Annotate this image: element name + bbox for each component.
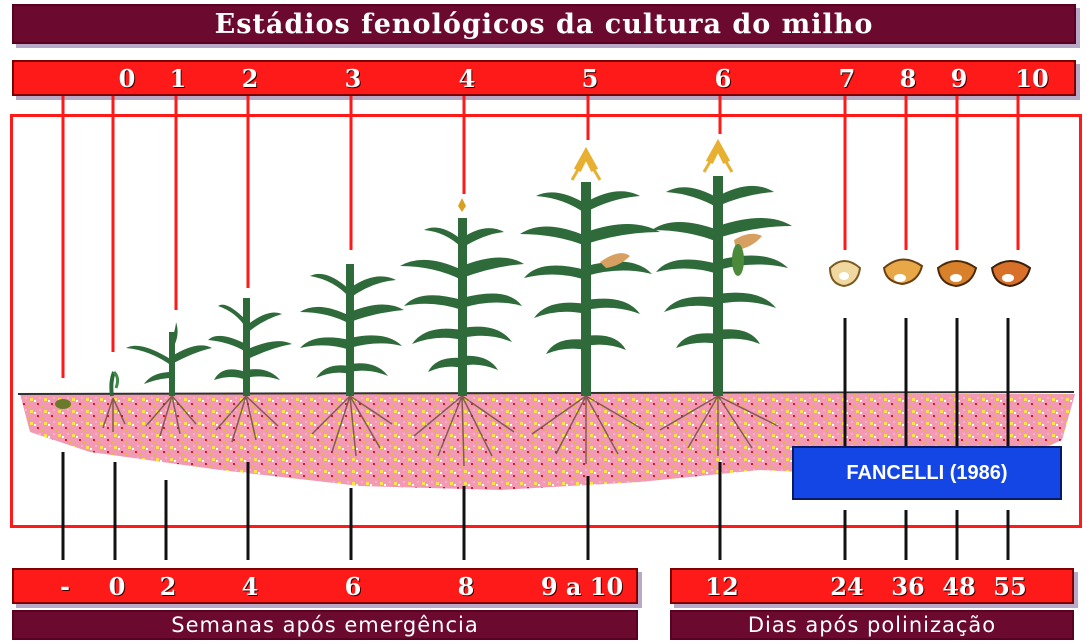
title-bar: Estádios fenológicos da cultura do milho (12, 4, 1076, 44)
root-systems (102, 395, 779, 467)
stage-label-8: 8 (899, 64, 917, 93)
plant-stage-4 (400, 198, 524, 396)
credit-text: FANCELLI (1986) (846, 461, 1008, 484)
stage-label-3: 3 (344, 64, 362, 93)
weeks-value-bar: - 0 2 4 6 8 9 a 10 (12, 568, 638, 604)
stage-label-7: 7 (838, 64, 856, 93)
stage-label-2: 2 (241, 64, 259, 93)
stage-label-4: 4 (458, 64, 476, 93)
kernel-stage-8 (882, 258, 924, 286)
credit-box: FANCELLI (1986) (792, 446, 1062, 500)
days-value-bar: 12 24 36 48 55 (670, 568, 1074, 604)
day-value: 36 (891, 572, 925, 601)
kernel-stage-7 (828, 260, 862, 288)
days-axis-label-bar: Dias após polinização (670, 610, 1074, 640)
weeks-axis-label-bar: Semanas após emergência (12, 610, 638, 640)
age-pointer-lines (61, 318, 1010, 560)
stage-number-bar: 0 1 2 3 4 5 6 7 8 9 10 (12, 60, 1076, 96)
stage-label-9: 9 (950, 64, 968, 93)
stage-pointer-lines (61, 96, 1020, 378)
plant-stage-seed (55, 399, 71, 409)
stage-label-5: 5 (581, 64, 599, 93)
plant-stage-3 (300, 264, 404, 396)
day-value: 48 (942, 572, 976, 601)
week-value: - (60, 572, 70, 601)
kernel-stage-10 (990, 260, 1032, 288)
week-value: 9 a 10 (540, 572, 624, 601)
plant-stage-0 (109, 370, 120, 397)
days-axis-label: Dias após polinização (747, 613, 997, 637)
plant-stage-6 (652, 138, 792, 396)
plant-stage-2 (208, 298, 292, 396)
kernel-stage-9 (936, 260, 978, 288)
stage-label-10: 10 (1015, 64, 1049, 93)
day-value: 12 (705, 572, 739, 601)
week-value: 2 (159, 572, 177, 601)
illustration-frame (10, 114, 1082, 528)
plant-stage-5 (520, 146, 660, 396)
stage-label-0: 0 (118, 64, 136, 93)
plant-stage-1 (126, 322, 212, 396)
week-value: 6 (344, 572, 362, 601)
week-value: 4 (241, 572, 259, 601)
week-value: 0 (108, 572, 126, 601)
day-value: 24 (830, 572, 864, 601)
stage-label-6: 6 (714, 64, 732, 93)
diagram-title: Estádios fenológicos da cultura do milho (214, 8, 874, 40)
stage-label-1: 1 (169, 64, 187, 93)
week-value: 8 (457, 572, 475, 601)
weeks-axis-label: Semanas após emergência (171, 613, 479, 637)
day-value: 55 (993, 572, 1027, 601)
